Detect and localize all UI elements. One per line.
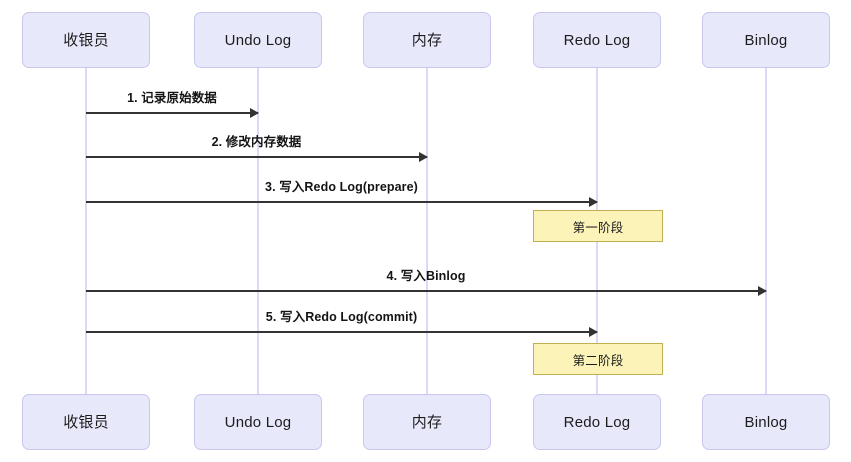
participant-footer-undolog[interactable]: Undo Log <box>194 394 322 450</box>
arrow-head-icon <box>250 107 259 118</box>
message-line <box>86 112 258 114</box>
arrow-head-icon <box>589 196 598 207</box>
participant-footer-binlog[interactable]: Binlog <box>702 394 830 450</box>
message-label: 5. 写入Redo Log(commit) <box>265 310 418 324</box>
participant-header-undolog[interactable]: Undo Log <box>194 12 322 68</box>
participant-label: Binlog <box>744 413 788 431</box>
message-3[interactable]: 3. 写入Redo Log(prepare) <box>86 180 598 207</box>
participant-footer-redolog[interactable]: Redo Log <box>533 394 661 450</box>
message-label: 3. 写入Redo Log(prepare) <box>265 180 418 194</box>
message-5[interactable]: 5. 写入Redo Log(commit) <box>86 310 598 337</box>
participant-label: 收银员 <box>63 31 109 49</box>
participant-label: Undo Log <box>224 413 292 431</box>
message-label: 4. 写入Binlog <box>386 269 466 283</box>
participant-header-memory[interactable]: 内存 <box>363 12 491 68</box>
participant-label: Binlog <box>744 31 788 49</box>
participant-label: Redo Log <box>563 413 631 431</box>
participant-label: Redo Log <box>563 31 631 49</box>
message-line <box>86 201 597 203</box>
message-4[interactable]: 4. 写入Binlog <box>86 269 767 296</box>
participant-header-redolog[interactable]: Redo Log <box>533 12 661 68</box>
participant-label: 内存 <box>411 31 443 49</box>
participant-label: 内存 <box>411 413 443 431</box>
arrow-head-icon <box>758 285 767 296</box>
arrow-head-icon <box>589 326 598 337</box>
message-1[interactable]: 1. 记录原始数据 <box>86 91 259 118</box>
message-label: 1. 记录原始数据 <box>127 91 217 105</box>
participant-label: 收银员 <box>63 413 109 431</box>
participant-header-cashier[interactable]: 收银员 <box>22 12 150 68</box>
participant-footer-memory[interactable]: 内存 <box>363 394 491 450</box>
arrow-head-icon <box>419 151 428 162</box>
note-phase-two[interactable]: 第二阶段 <box>533 343 663 375</box>
participant-header-binlog[interactable]: Binlog <box>702 12 830 68</box>
note-label: 第一阶段 <box>572 220 624 235</box>
note-label: 第二阶段 <box>572 353 624 368</box>
message-line <box>86 290 766 292</box>
lifeline-binlog <box>765 68 767 394</box>
note-phase-one[interactable]: 第一阶段 <box>533 210 663 242</box>
message-line <box>86 331 597 333</box>
lifeline-undolog <box>257 68 259 394</box>
message-2[interactable]: 2. 修改内存数据 <box>86 135 428 162</box>
message-label: 2. 修改内存数据 <box>211 135 302 149</box>
message-line <box>86 156 427 158</box>
participant-footer-cashier[interactable]: 收银员 <box>22 394 150 450</box>
lifeline-memory <box>426 68 428 394</box>
participant-label: Undo Log <box>224 31 292 49</box>
lifeline-cashier <box>85 68 87 394</box>
